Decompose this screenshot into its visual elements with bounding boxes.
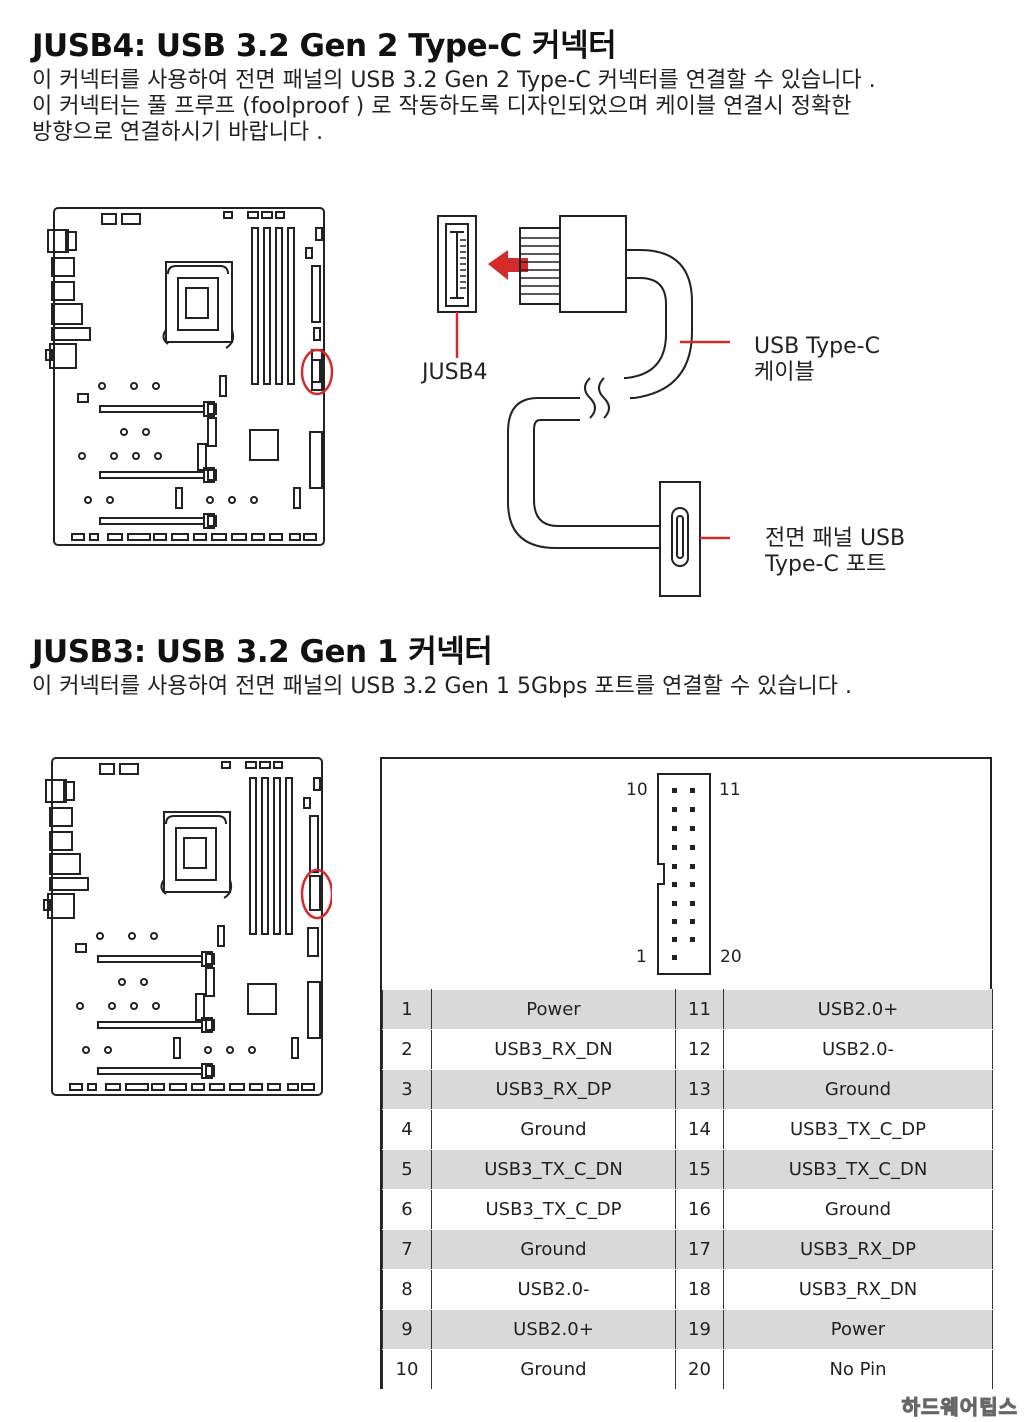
- pin-signal: USB3_TX_C_DN: [723, 1149, 993, 1190]
- pin-number: 5: [382, 1149, 432, 1190]
- pin-signal: USB3_TX_C_DP: [723, 1109, 993, 1150]
- pin-signal: USB3_TX_C_DN: [431, 1149, 676, 1190]
- pin-signal: Ground: [431, 1109, 676, 1150]
- cable-label: USB Type-C 케이블: [754, 334, 880, 386]
- jusb4-desc-line-3: 방향으로 연결하시기 바랍니다 .: [32, 120, 324, 145]
- pin-signal: Ground: [723, 1189, 993, 1230]
- pin-number: 2: [382, 1029, 432, 1070]
- pin-number: 9: [382, 1309, 432, 1350]
- jusb4-title: JUSB4: USB 3.2 Gen 2 Type-C 커넥터: [32, 28, 617, 64]
- pin-number: 6: [382, 1189, 432, 1230]
- pin-number: 12: [675, 1029, 724, 1070]
- header-pin-1-label: 1: [636, 947, 647, 967]
- usb3-header-diagram: [657, 773, 711, 975]
- motherboard-diagram-jusb3: [43, 757, 332, 1096]
- jusb3-description: 이 커넥터를 사용하여 전면 패널의 USB 3.2 Gen 1 5Gbps 포…: [32, 674, 853, 699]
- pin-signal: Ground: [723, 1069, 993, 1110]
- jusb4-highlight-ring: [300, 348, 334, 396]
- jusb4-connector-label: JUSB4: [422, 360, 488, 385]
- front-port-label-line-1: 전면 패널 USB: [765, 526, 906, 551]
- pin-number: 18: [675, 1269, 724, 1310]
- cable-label-line-1: USB Type-C: [754, 334, 880, 359]
- pin-signal: Power: [723, 1309, 993, 1350]
- front-port-label-line-2: Type-C 포트: [765, 552, 887, 577]
- pin-signal: USB2.0-: [723, 1029, 993, 1070]
- pin-number: 10: [382, 1349, 432, 1390]
- jusb3-highlight-ring: [300, 868, 332, 920]
- pin-number: 11: [675, 989, 724, 1030]
- pin-signal: USB2.0-: [431, 1269, 676, 1310]
- pin-signal: USB3_RX_DP: [723, 1229, 993, 1270]
- cable-label-line-2: 케이블: [754, 360, 815, 385]
- pin-number: 4: [382, 1109, 432, 1150]
- header-pin-20-label: 20: [720, 947, 742, 967]
- header-pin-11-label: 11: [719, 780, 741, 800]
- pin-number: 13: [675, 1069, 724, 1110]
- pin-number: 1: [382, 989, 432, 1030]
- pin-number: 3: [382, 1069, 432, 1110]
- jusb4-desc-line-2: 이 커넥터는 풀 프루프 (foolproof ) 로 작동하도록 디자인되었으…: [32, 94, 852, 119]
- pin-signal: USB2.0+: [431, 1309, 676, 1350]
- jusb4-description: 이 커넥터를 사용하여 전면 패널의 USB 3.2 Gen 2 Type-C …: [32, 68, 876, 146]
- jusb4-desc-line-1: 이 커넥터를 사용하여 전면 패널의 USB 3.2 Gen 2 Type-C …: [32, 68, 876, 93]
- pin-number: 7: [382, 1229, 432, 1270]
- pin-signal: No Pin: [723, 1349, 993, 1390]
- watermark: 하드웨어팁스: [901, 1395, 1018, 1420]
- pin-number: 16: [675, 1189, 724, 1230]
- pin-signal: USB3_RX_DP: [431, 1069, 676, 1110]
- pin-signal: USB2.0+: [723, 989, 993, 1030]
- pin-number: 14: [675, 1109, 724, 1150]
- pin-number: 15: [675, 1149, 724, 1190]
- pin-signal: Ground: [431, 1229, 676, 1270]
- pin-signal: Power: [431, 989, 676, 1030]
- pin-number: 17: [675, 1229, 724, 1270]
- pin-signal: USB3_RX_DN: [431, 1029, 676, 1070]
- usb-type-c-cable-diagram: [437, 215, 730, 597]
- pin-number: 8: [382, 1269, 432, 1310]
- jusb3-title: JUSB3: USB 3.2 Gen 1 커넥터: [32, 634, 493, 670]
- front-port-label: 전면 패널 USB Type-C 포트: [765, 526, 905, 578]
- pin-signal: Ground: [431, 1349, 676, 1390]
- pin-number: 19: [675, 1309, 724, 1350]
- motherboard-diagram-jusb4: [45, 207, 334, 546]
- header-pin-10-label: 10: [626, 780, 648, 800]
- pin-signal: USB3_RX_DN: [723, 1269, 993, 1310]
- pin-number: 20: [675, 1349, 724, 1390]
- pin-signal: USB3_TX_C_DP: [431, 1189, 676, 1230]
